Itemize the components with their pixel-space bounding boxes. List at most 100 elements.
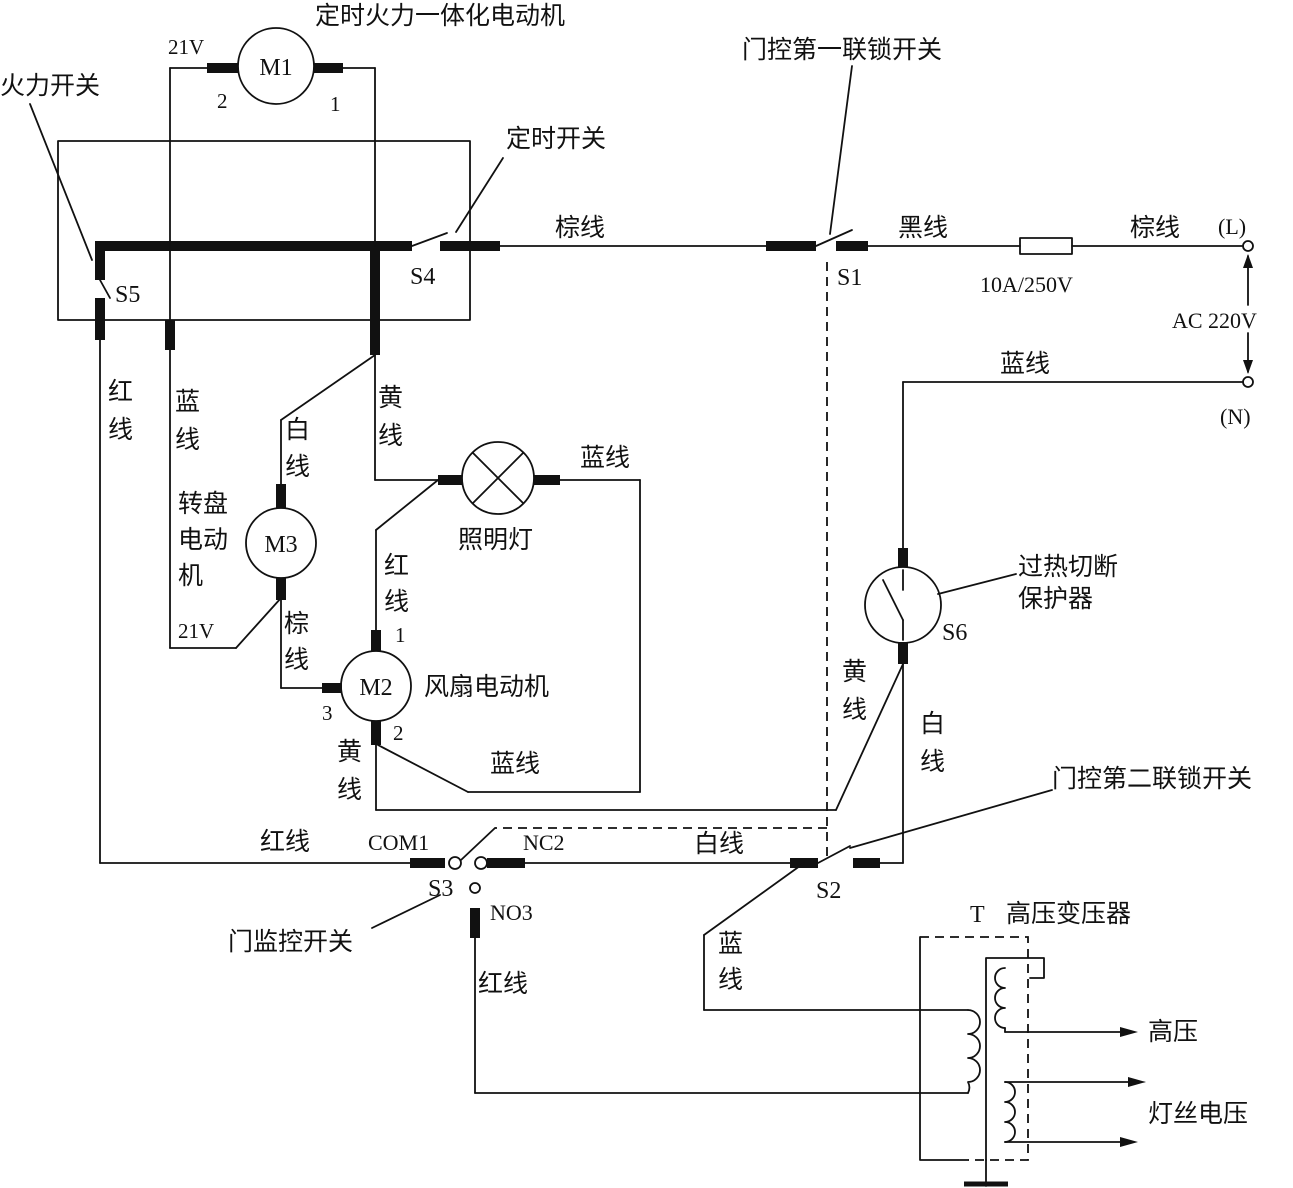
transformer-label: 高压变压器 bbox=[1006, 899, 1131, 928]
l-terminal bbox=[1242, 240, 1254, 252]
ac-voltage: AC 220V bbox=[1172, 308, 1257, 333]
s5-blade bbox=[99, 279, 111, 299]
lamp-blue-label: 蓝线 bbox=[580, 443, 630, 472]
primary-coil bbox=[967, 1009, 981, 1094]
timer-module-box bbox=[57, 140, 471, 321]
door-first-label: 门控第一联锁开关 bbox=[742, 35, 942, 64]
brown-wire-label: 棕线 bbox=[555, 213, 605, 242]
s3-nc-point bbox=[474, 856, 488, 870]
filament-label: 灯丝电压 bbox=[1148, 1099, 1248, 1128]
s2-blue-label-1: 蓝 bbox=[718, 929, 743, 958]
m3-brown-label-2: 线 bbox=[284, 645, 309, 674]
overheat-label-1: 过热切断 bbox=[1018, 552, 1118, 581]
s3-no-point bbox=[469, 882, 481, 894]
l-label: (L) bbox=[1218, 214, 1246, 239]
door-second-leader bbox=[849, 789, 1053, 849]
s6-white-label-2: 线 bbox=[920, 747, 945, 776]
s6-yellow-label-1: 黄 bbox=[842, 657, 867, 686]
m1-voltage: 21V bbox=[168, 35, 204, 59]
lamp-red-wire bbox=[375, 479, 439, 531]
overheat-label-2: 保护器 bbox=[1018, 584, 1093, 613]
s4-label: S4 bbox=[410, 264, 435, 290]
white-wire-m3 bbox=[280, 354, 376, 421]
timer-switch-leader bbox=[455, 157, 504, 233]
red-left-label-1: 红 bbox=[108, 377, 133, 406]
m2-red-label-1: 红 bbox=[384, 551, 409, 580]
m2-pin3-label: 3 bbox=[322, 701, 333, 725]
door-first-leader bbox=[829, 65, 853, 235]
s6-yellow-label-2: 线 bbox=[842, 695, 867, 724]
blue-left-label-1: 蓝 bbox=[175, 387, 200, 416]
s2-blade bbox=[817, 845, 851, 864]
nc2-label: NC2 bbox=[523, 830, 565, 855]
s6-white-label-1: 白 bbox=[920, 709, 945, 738]
fuse bbox=[1019, 237, 1073, 255]
m3-white-label-1: 白 bbox=[285, 415, 310, 444]
m1-motor bbox=[237, 27, 315, 105]
filament-coil bbox=[1004, 1081, 1016, 1143]
fire-switch-leader bbox=[29, 103, 93, 261]
hv-coil bbox=[994, 967, 1006, 1029]
s6-blade bbox=[882, 579, 904, 621]
blue-left-label-2: 线 bbox=[175, 425, 200, 454]
com1-label: COM1 bbox=[368, 830, 429, 855]
hv-secondary-frame bbox=[985, 957, 1045, 1161]
m1-label: M1 bbox=[259, 55, 292, 81]
fuse-rating: 10A/250V bbox=[980, 272, 1073, 297]
timer-switch-label: 定时开关 bbox=[506, 124, 606, 153]
red-bottom-label: 红线 bbox=[260, 827, 310, 856]
m3-white-label-2: 线 bbox=[285, 452, 310, 481]
door-monitor-label: 门监控开关 bbox=[228, 927, 353, 956]
fire-switch-label: 火力开关 bbox=[0, 71, 100, 100]
red-left-label-2: 线 bbox=[108, 415, 133, 444]
turntable-label-1: 转盘 bbox=[178, 489, 228, 518]
s3-white-label: 白线 bbox=[694, 829, 744, 858]
door-second-label: 门控第二联锁开关 bbox=[1052, 764, 1252, 793]
lamp-label: 照明灯 bbox=[458, 525, 533, 554]
s2-blue-wire bbox=[703, 862, 805, 936]
m2-blue-label: 蓝线 bbox=[490, 749, 540, 778]
m2-yellow-label-1: 黄 bbox=[337, 737, 362, 766]
transformer-frame-left bbox=[919, 936, 969, 1161]
brown-wire-l-label: 棕线 bbox=[1130, 213, 1180, 242]
s1-label: S1 bbox=[837, 265, 862, 291]
turntable-label-3: 机 bbox=[178, 561, 203, 590]
yellow-label-1: 黄 bbox=[378, 383, 403, 412]
s4-blade bbox=[411, 232, 448, 247]
fan-motor-label: 风扇电动机 bbox=[424, 672, 549, 701]
s2-label: S2 bbox=[816, 878, 841, 904]
yellow-label-2: 线 bbox=[378, 421, 403, 450]
n-terminal bbox=[1242, 376, 1254, 388]
m3-brown-label-1: 棕 bbox=[284, 609, 309, 638]
m3-voltage: 21V bbox=[178, 619, 214, 643]
s6-yellow-wire bbox=[835, 663, 904, 811]
m1-pin2-label: 2 bbox=[217, 89, 228, 113]
m1-pin1-label: 1 bbox=[330, 92, 341, 116]
m2-label: M2 bbox=[359, 675, 392, 701]
s1-blade bbox=[815, 229, 853, 247]
m3-label: M3 bbox=[264, 532, 297, 558]
no3-label: NO3 bbox=[490, 900, 533, 925]
s3-blade bbox=[460, 827, 496, 861]
s5-label: S5 bbox=[115, 282, 140, 308]
s3-com-point bbox=[448, 856, 462, 870]
overheat-leader bbox=[937, 573, 1017, 595]
n-blue-label: 蓝线 bbox=[1000, 349, 1050, 378]
m2-pin1-label: 1 bbox=[395, 623, 406, 647]
s2-blue-label-2: 线 bbox=[718, 965, 743, 994]
m1-title: 定时火力一体化电动机 bbox=[315, 1, 565, 30]
n-label: (N) bbox=[1220, 404, 1251, 429]
m2-yellow-label-2: 线 bbox=[337, 775, 362, 804]
s6-label: S6 bbox=[942, 620, 967, 646]
transformer-core bbox=[920, 936, 1029, 1161]
t-label: T bbox=[970, 902, 985, 928]
high-voltage-label: 高压 bbox=[1148, 1017, 1198, 1046]
door-monitor-leader bbox=[371, 894, 441, 929]
s3-label: S3 bbox=[428, 876, 453, 902]
turntable-label-2: 电动 bbox=[178, 525, 228, 554]
black-wire-label: 黑线 bbox=[898, 213, 948, 242]
m2-red-label-2: 线 bbox=[384, 587, 409, 616]
s3-red-label: 红线 bbox=[478, 969, 528, 998]
m2-pin2-label: 2 bbox=[393, 721, 404, 745]
